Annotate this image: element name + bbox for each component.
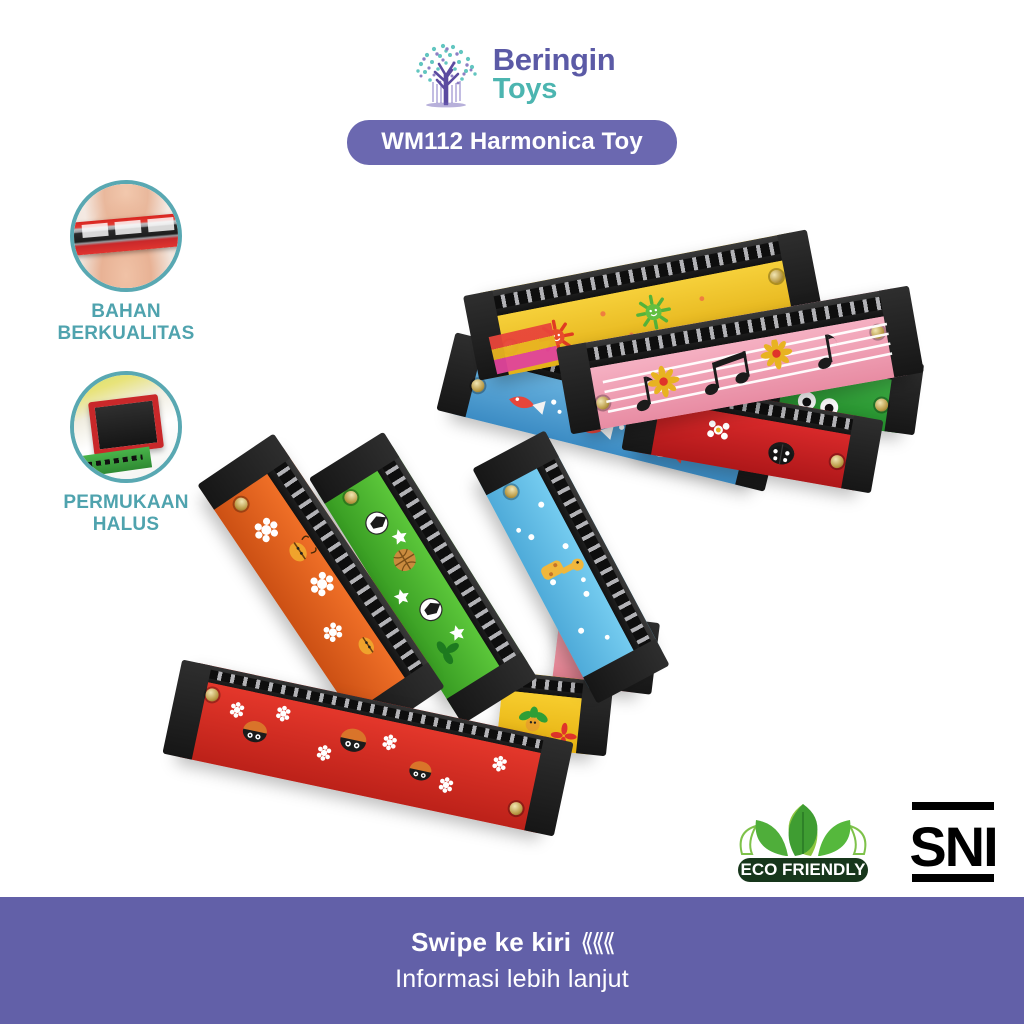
product-photo [0, 0, 1024, 898]
banner-swipe-text: Swipe ke kiri [411, 927, 572, 957]
eco-friendly-badge: ECO FRIENDLY [728, 796, 878, 884]
feature-caption-line2: BERKUALITAS [57, 323, 195, 345]
feature-badge-list: BAHAN BERKUALITAS PERMUKAAN HALUS [26, 180, 226, 562]
sni-icon: SNI [909, 802, 999, 882]
brand-name: Beringin [492, 41, 616, 77]
feature-image-quality-material [70, 180, 182, 292]
banner-primary-line: Swipe ke kiri ⟪⟪⟪ [411, 927, 616, 958]
feature-caption-line1: BAHAN [91, 301, 161, 322]
sni-label: SNI [909, 815, 996, 878]
feature-caption: PERMUKAAN HALUS [63, 492, 188, 536]
banyan-tree-icon [409, 38, 483, 110]
brand-subname: Toys [492, 72, 558, 105]
feature-caption-line1: PERMUKAAN [63, 492, 189, 514]
sni-badge: SNI [908, 800, 999, 884]
certification-badges: ECO FRIENDLY SNI [728, 796, 999, 884]
eco-leaves-icon: ECO FRIENDLY [738, 804, 868, 882]
feature-caption: BAHAN BERKUALITAS [58, 301, 195, 345]
feature-badge-permukaan-halus: PERMUKAAN HALUS [26, 371, 226, 536]
feature-image-smooth-surface [70, 371, 182, 484]
feature-badge-bahan-berkualitas: BAHAN BERKUALITAS [26, 180, 226, 345]
banner-secondary-line: Informasi lebih lanjut [395, 965, 629, 993]
brand-header: Beringin Toys WM112 Harmonica Toy [0, 38, 1024, 165]
chevron-left-triple-icon: ⟪⟪⟪ [580, 928, 616, 957]
feature-caption-line2: HALUS [92, 514, 160, 536]
brand-wordmark: Beringin Toys [492, 41, 616, 105]
swipe-banner[interactable]: Swipe ke kiri ⟪⟪⟪ Informasi lebih lanjut [0, 897, 1024, 1024]
eco-friendly-label: ECO FRIENDLY [740, 860, 866, 879]
brand-lockup: Beringin Toys [409, 38, 616, 110]
page-title: WM112 Harmonica Toy [347, 120, 677, 165]
